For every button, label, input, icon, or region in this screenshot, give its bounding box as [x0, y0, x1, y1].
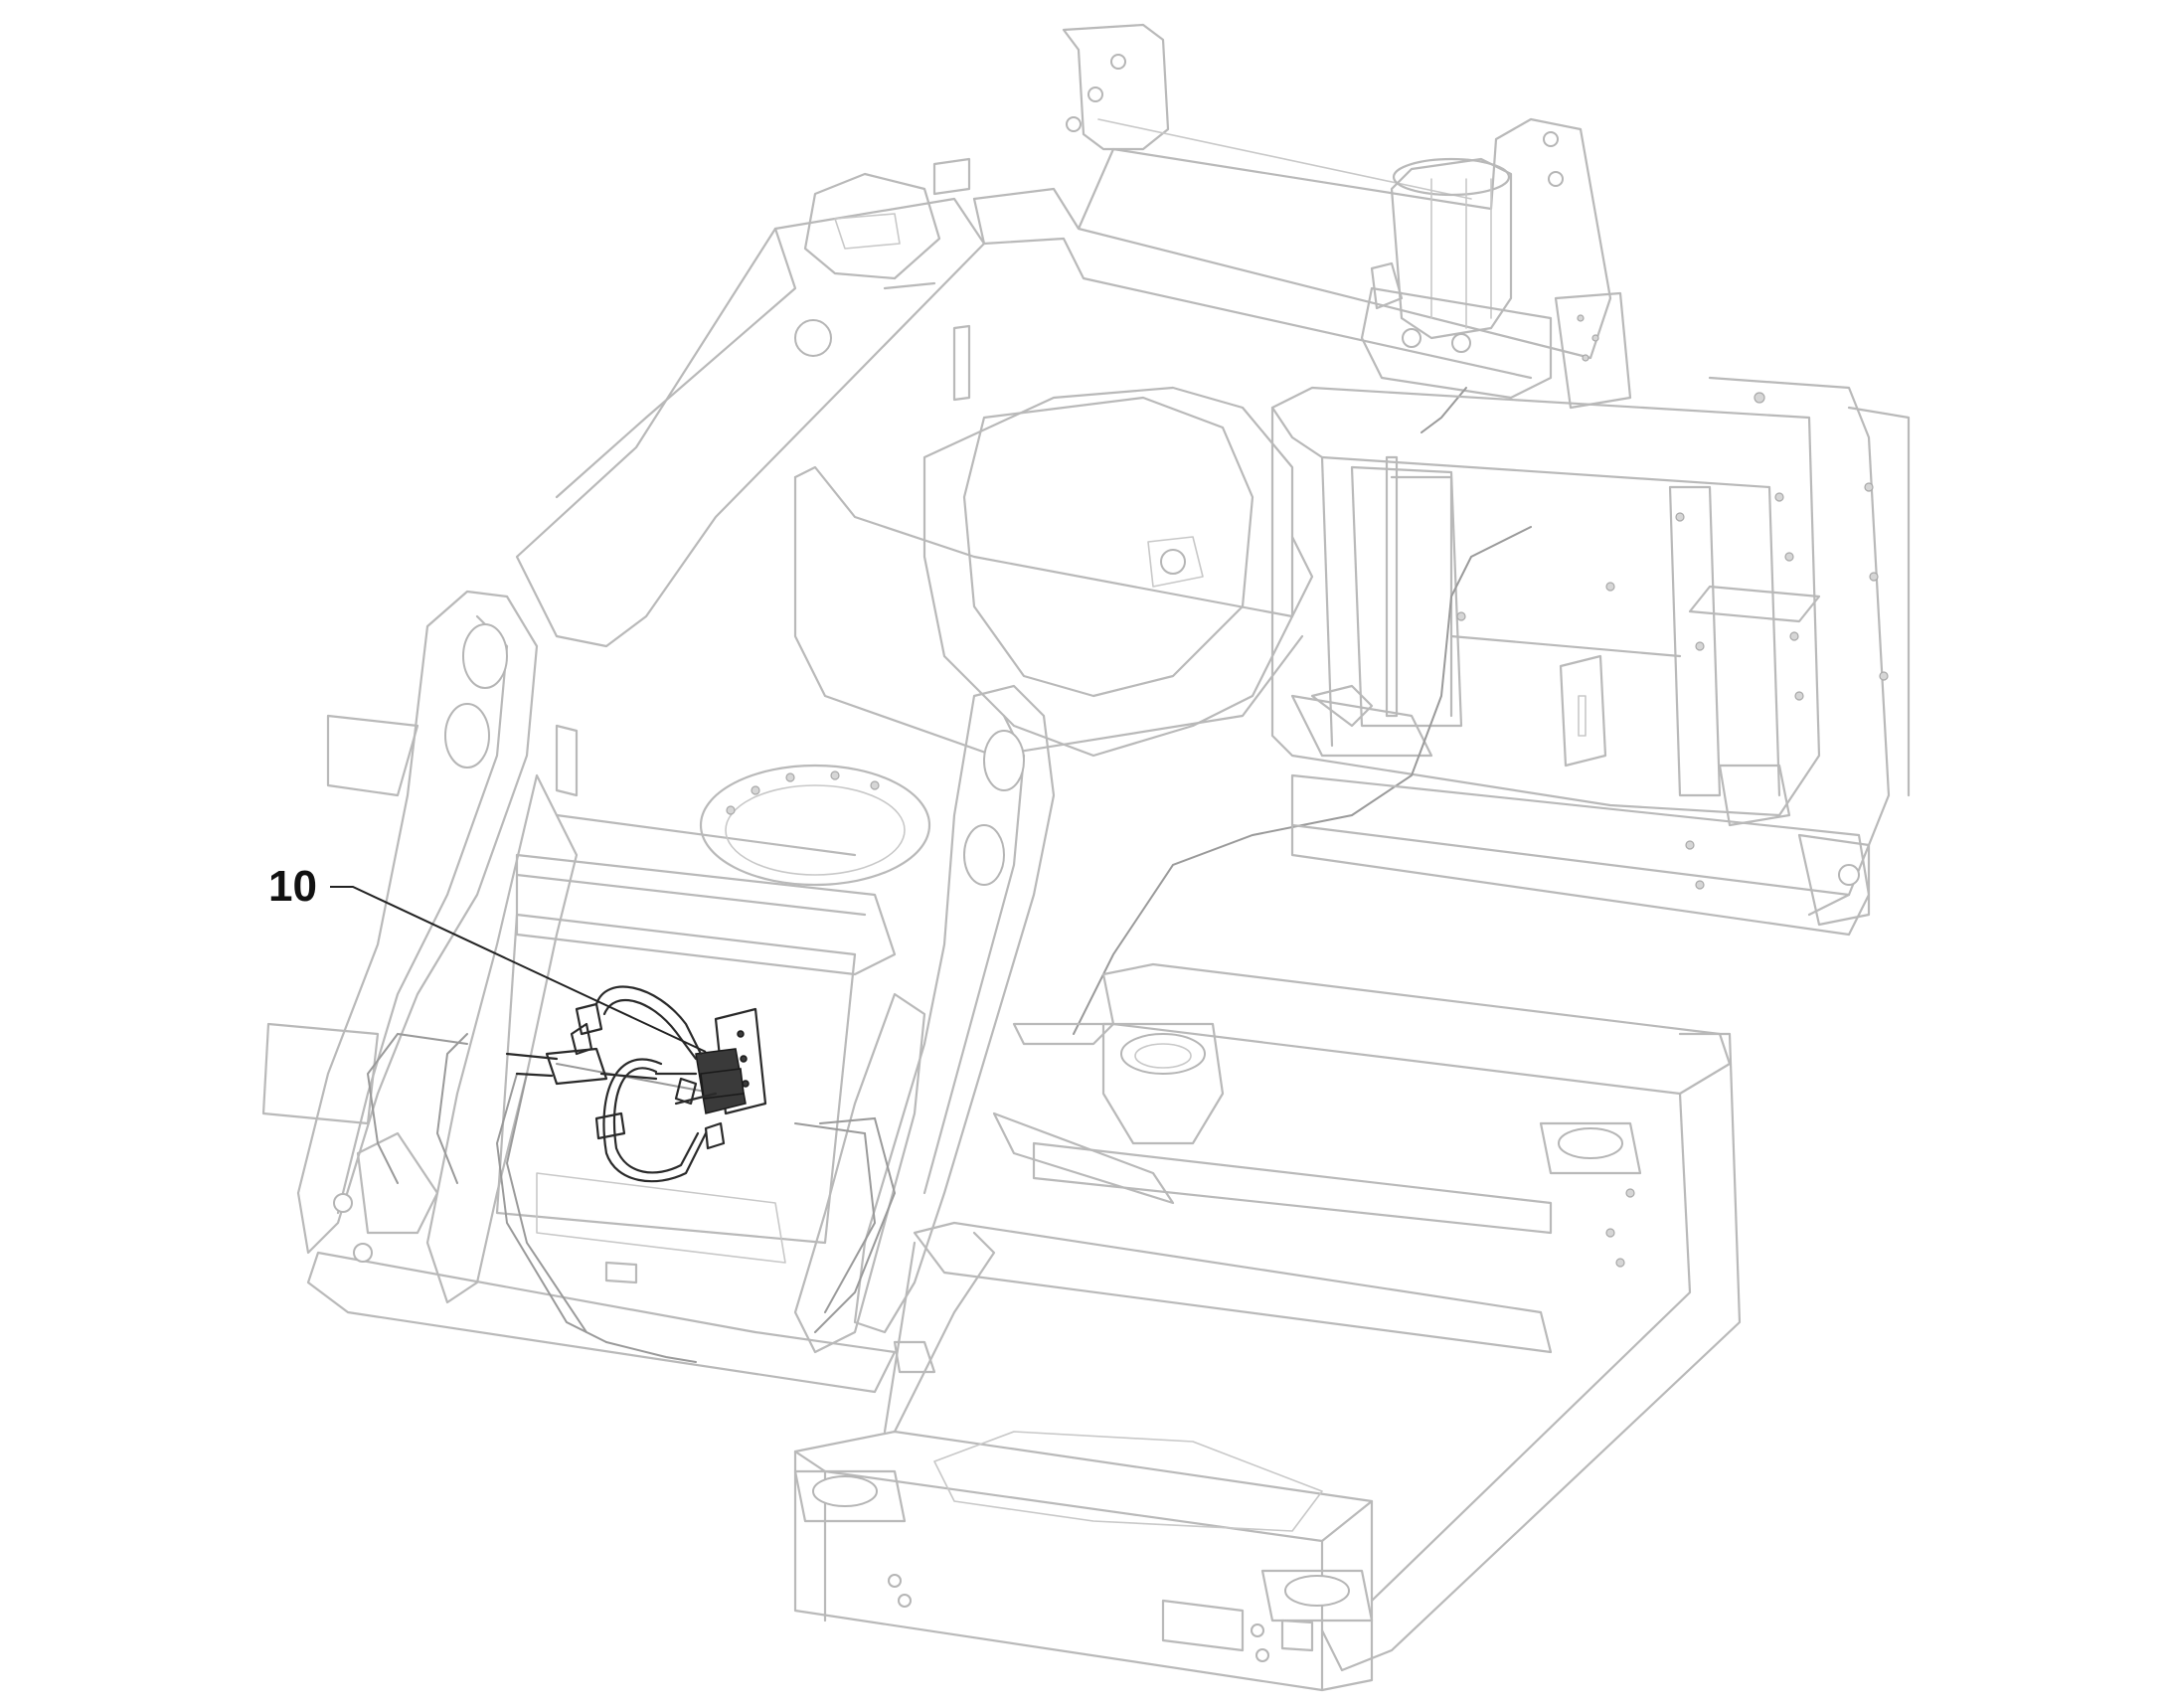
- lower-front-chassis: [793, 962, 1742, 1692]
- lower-right-frame: [1290, 773, 1871, 937]
- boom-pivot-frame: [261, 590, 1056, 1394]
- callout-number-10: 10: [268, 862, 317, 911]
- callout-leader-line: [330, 886, 707, 1053]
- hose-routing: [366, 1032, 897, 1363]
- highlighted-valve-assembly: [505, 985, 767, 1183]
- motor-unit: [1360, 157, 1632, 433]
- right-upright-frame: [1073, 376, 1911, 1035]
- callout-10: 10: [268, 862, 707, 1053]
- upper-rear-frame: [515, 23, 1612, 758]
